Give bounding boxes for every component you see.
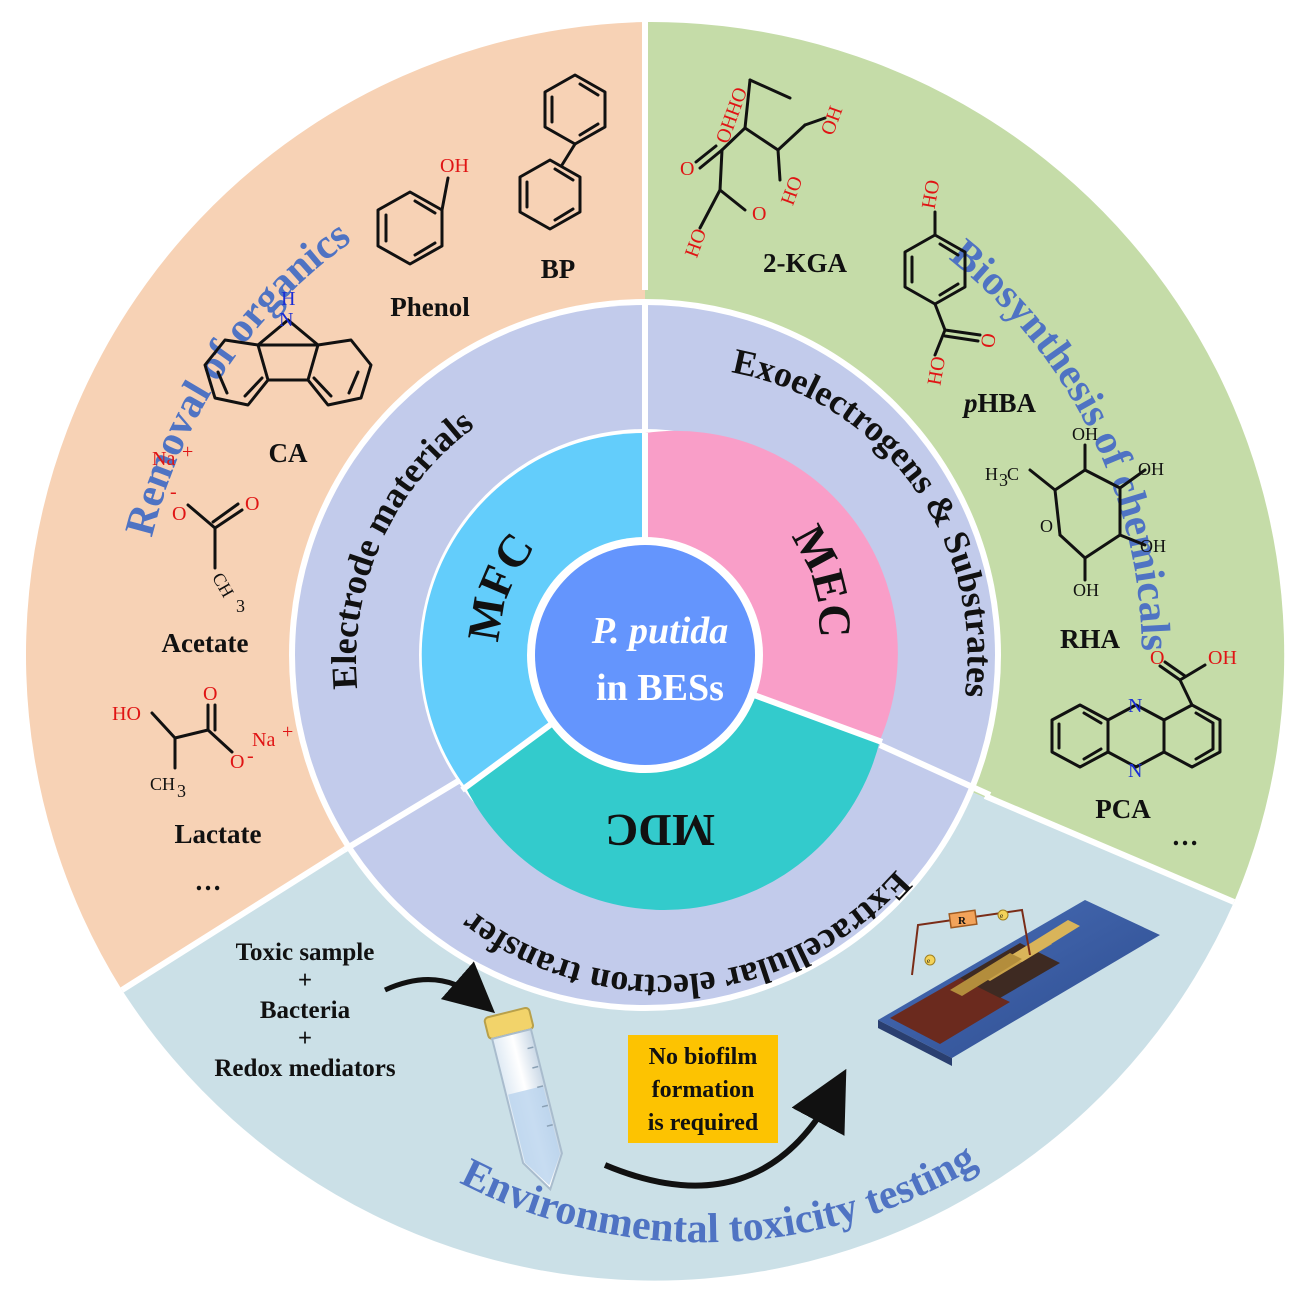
kga-o2: O <box>752 203 766 225</box>
ca-n: N <box>279 309 293 331</box>
removal-ellipsis: … <box>195 866 222 896</box>
label-lactate: Lactate <box>175 819 262 849</box>
lactate-na-plus: + <box>282 721 293 743</box>
rha-oh-right2: OH <box>1140 536 1166 556</box>
lactate-minus: - <box>247 745 254 767</box>
ring-divider-right <box>878 742 992 798</box>
label-2kga: 2-KGA <box>763 248 847 278</box>
ca-nh-h: H <box>281 288 295 310</box>
molecule-2kga <box>694 78 827 230</box>
pca-n-bottom: N <box>1128 760 1142 782</box>
acetate-na: Na <box>152 448 175 470</box>
tox-plus2: + <box>298 1025 312 1052</box>
electrode-device-icon <box>878 900 1160 1066</box>
rha-oh-top: OH <box>1072 424 1098 444</box>
molecule-pca <box>1050 660 1222 769</box>
label-acetate: Acetate <box>162 628 249 658</box>
rha-h3c-sub: 3 <box>999 470 1008 490</box>
acetate-o1: O <box>172 503 186 525</box>
electron-label-2: e <box>1000 912 1003 920</box>
electron-label-1: e <box>927 957 930 965</box>
tox-plus1: + <box>298 967 312 994</box>
test-tube-icon <box>483 1006 563 1192</box>
phba-o: O <box>977 332 1001 350</box>
phba-ho: HO <box>924 355 951 387</box>
pca-oh: OH <box>1208 647 1237 669</box>
molecule-bp <box>518 73 607 231</box>
molecule-phenol <box>376 176 450 266</box>
acetate-na-plus: + <box>182 441 193 463</box>
rha-oh-right1: OH <box>1138 459 1164 479</box>
rha-o: O <box>1040 516 1053 536</box>
pca-n-top: N <box>1128 695 1142 717</box>
label-phba: pHBA <box>962 388 1037 418</box>
lactate-ho: HO <box>112 703 141 725</box>
molecule-acetate <box>186 502 244 570</box>
label-phenol: Phenol <box>390 292 470 322</box>
note-box <box>628 1035 778 1143</box>
center-title: P. putida <box>591 610 729 652</box>
tox-line2: Bacteria <box>260 997 351 1024</box>
arrow-to-electrode-icon <box>603 1068 847 1189</box>
note-line3: is required <box>648 1110 759 1136</box>
tox-line1: Toxic sample <box>236 939 375 966</box>
molecule-ca <box>203 318 373 407</box>
resistor-label: R <box>958 915 967 927</box>
ring-divider-left <box>342 777 462 853</box>
molecule-phba <box>903 210 982 357</box>
divider-right <box>983 793 1236 905</box>
center-circle <box>535 545 755 765</box>
acetate-ch3-sub: 3 <box>236 596 245 616</box>
rha-h3c-c: C <box>1007 464 1019 484</box>
rha-h3c: H <box>985 464 998 484</box>
center-subtitle: in BESs <box>596 667 724 709</box>
lactate-na: Na <box>252 729 275 751</box>
pca-o: O <box>1150 647 1164 669</box>
kga-o1: O <box>680 158 694 180</box>
molecule-lactate <box>150 703 234 770</box>
label-ca: CA <box>269 438 308 468</box>
arrow-to-tube-icon <box>383 961 496 1014</box>
phenol-oh: OH <box>440 155 469 177</box>
label-rha: RHA <box>1060 624 1121 654</box>
label-bp: BP <box>541 254 576 284</box>
acetate-minus: - <box>170 481 177 503</box>
acetate-o2: O <box>245 493 259 515</box>
inner-mfc <box>421 432 645 788</box>
biosynthesis-ellipsis: … <box>1172 821 1199 851</box>
phba-oh: HO <box>918 178 945 210</box>
rha-oh-bottom: OH <box>1073 580 1099 600</box>
lactate-o-minus: O <box>230 751 244 773</box>
molecule-rha <box>1028 443 1147 582</box>
lactate-o-top: O <box>203 683 217 705</box>
note-line2: formation <box>652 1077 755 1103</box>
divider-left <box>120 847 346 993</box>
lactate-ch3: CH <box>150 774 175 794</box>
note-line1: No biofilm <box>649 1044 758 1070</box>
label-pca: PCA <box>1095 794 1151 824</box>
lactate-ch3-sub: 3 <box>177 781 186 801</box>
label-mdc: MDC <box>605 805 715 856</box>
tox-line3: Redox mediators <box>214 1055 395 1082</box>
